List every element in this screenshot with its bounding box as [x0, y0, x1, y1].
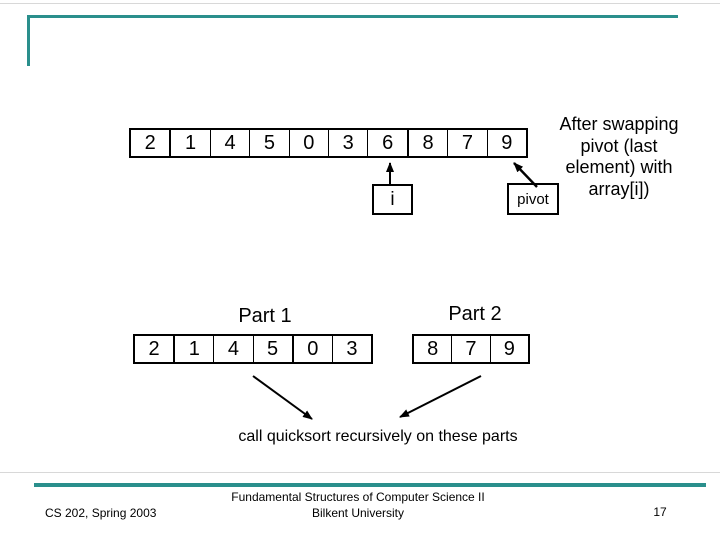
accent-line-bottom — [34, 483, 706, 487]
annotation-line: After swapping — [559, 114, 679, 134]
array-cell: 8 — [427, 338, 439, 360]
array-cell: 3 — [328, 130, 367, 156]
array-cell: 3 — [331, 336, 371, 362]
footer-center-line1: Fundamental Structures of Computer Scien… — [231, 490, 485, 504]
array-cell: 9 — [489, 336, 528, 362]
array-cell: 1 — [169, 130, 209, 156]
array-cell: 1 — [173, 336, 213, 362]
annotation-line: array[i]) — [588, 178, 650, 199]
array-cell: 0 — [291, 336, 332, 362]
array-cell: 5 — [249, 130, 288, 156]
slide-number: 17 — [653, 505, 667, 519]
top-array: 2 1 4 5 0 3 6 8 7 9 — [129, 128, 528, 158]
annotation-line: element) with — [565, 157, 673, 177]
array-cell: 4 — [209, 130, 249, 156]
array-cell: 7 — [451, 336, 489, 362]
array-cell: 7 — [447, 130, 486, 156]
index-pointer-box: i — [372, 184, 413, 215]
part1-label: Part 1 — [238, 305, 292, 327]
arrow-part2-to-caption — [399, 375, 482, 418]
part1-array: 2 1 4 5 0 3 — [133, 334, 373, 364]
array-cell: 0 — [288, 130, 328, 156]
footer-center-line2: Bilkent University — [311, 505, 405, 520]
array-cell: 4 — [213, 336, 252, 362]
footer-course: CS 202, Spring 2003 — [45, 506, 157, 520]
array-cell: 2 — [144, 132, 156, 154]
arrow-part1-to-caption — [252, 375, 313, 420]
array-cell: 2 — [148, 338, 160, 360]
recursive-call-caption: call quicksort recursively on these part… — [238, 428, 518, 445]
top-hairline — [0, 3, 720, 4]
footer-institution: Fundamental Structures of Computer Scien… — [230, 490, 486, 521]
array-cell: 8 — [406, 130, 447, 156]
bottom-hairline — [0, 472, 720, 473]
accent-line-left — [27, 15, 30, 66]
annotation-line: pivot (last — [580, 135, 658, 156]
accent-line-top — [27, 15, 678, 18]
index-pointer-label: i — [390, 188, 395, 210]
array-cell: 6 — [367, 130, 406, 156]
pivot-label: pivot — [517, 190, 549, 208]
part2-array: 8 7 9 — [412, 334, 530, 364]
part2-label: Part 2 — [448, 303, 502, 325]
array-cell: 9 — [486, 130, 526, 156]
after-swap-annotation: After swapping pivot (last element) with… — [544, 114, 694, 200]
array-cell: 5 — [252, 336, 292, 362]
